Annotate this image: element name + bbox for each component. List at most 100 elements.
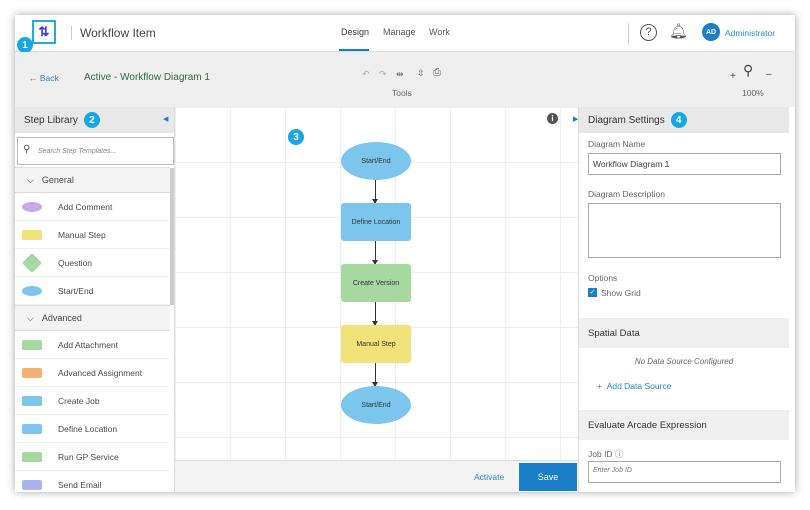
diagram-canvas[interactable]: 3 i Start/End Define Location Create Ver… xyxy=(175,107,578,460)
step-label: Create Job xyxy=(58,395,100,406)
add-data-source-button[interactable]: + Add Data Source xyxy=(597,381,672,391)
activate-button[interactable]: Activate xyxy=(474,472,505,482)
rect-swatch xyxy=(22,479,42,490)
workflow-logo-icon[interactable]: ⇅ xyxy=(32,20,56,44)
search-placeholder: Search Step Templates... xyxy=(38,147,117,155)
callout-badge-4: 4 xyxy=(670,112,687,128)
step-label: Send Email xyxy=(58,479,102,490)
connector-arrow[interactable] xyxy=(372,180,378,204)
tab-manage[interactable]: Manage xyxy=(383,27,416,37)
node-manual-step[interactable]: Manual Step xyxy=(341,325,411,363)
group-advanced[interactable]: ⌵Advanced xyxy=(15,305,170,331)
avatar[interactable]: AD xyxy=(702,23,720,41)
rect-swatch xyxy=(22,395,42,406)
bell-icon[interactable]: 🔔︎ xyxy=(669,23,689,40)
group-general[interactable]: ⌵General xyxy=(15,167,170,193)
redo-icon[interactable]: ↷ xyxy=(379,69,387,79)
step-add-attachment[interactable]: Add Attachment xyxy=(15,331,170,359)
diagram-settings-header: Diagram Settings 4 xyxy=(579,107,789,133)
step-manual-step[interactable]: Manual Step xyxy=(15,221,170,249)
diagram-status: Active - Workflow Diagram 1 xyxy=(84,72,210,83)
step-library-panel: Step Library 2 ◀ ⚲ Search Step Templates… xyxy=(15,107,175,492)
print-icon[interactable]: ⎙ xyxy=(433,67,441,78)
info-icon[interactable]: ⓘ xyxy=(614,449,624,459)
tab-design[interactable]: Design xyxy=(341,27,370,37)
diagram-settings-panel: Diagram Settings 4 ▶ Diagram Name Workfl… xyxy=(573,107,795,492)
step-library-header: Step Library 2 xyxy=(15,107,174,133)
connector-arrow[interactable] xyxy=(372,302,378,326)
step-label: Advanced Assignment xyxy=(58,367,143,378)
step-send-email[interactable]: Send Email xyxy=(15,471,170,492)
step-question[interactable]: Question xyxy=(15,249,170,277)
zoom-in-button[interactable]: + xyxy=(730,71,736,82)
scrollbar[interactable] xyxy=(170,168,174,305)
job-id-input[interactable]: Enter Job ID xyxy=(588,461,781,483)
toolbar: ← Back Active - Workflow Diagram 1 ↶ ↷ ⇹… xyxy=(15,52,795,107)
tab-work[interactable]: Work xyxy=(429,27,450,37)
step-add-comment[interactable]: Add Comment xyxy=(15,193,170,221)
step-label: Start/End xyxy=(58,285,94,296)
back-label: Back xyxy=(39,73,59,83)
no-data-source-text: No Data Source Configured xyxy=(634,357,734,366)
rect-swatch xyxy=(22,229,42,240)
app-title: Workflow Item xyxy=(71,26,156,40)
user-name[interactable]: Administrator xyxy=(725,28,776,38)
help-icon[interactable]: ? xyxy=(640,24,657,41)
rect-swatch xyxy=(22,451,42,462)
spatial-data-section: Spatial Data xyxy=(579,318,789,348)
connector-arrow[interactable] xyxy=(372,241,378,265)
tools-label: Tools xyxy=(392,88,412,98)
step-create-job[interactable]: Create Job xyxy=(15,387,170,415)
diagram-settings-title: Diagram Settings xyxy=(588,114,665,126)
ellipse-swatch xyxy=(22,201,42,212)
zoom-out-button[interactable]: – xyxy=(766,69,772,80)
info-icon[interactable]: i xyxy=(547,113,558,124)
step-run-gp-service[interactable]: Run GP Service xyxy=(15,443,170,471)
save-button[interactable]: Save xyxy=(519,463,577,491)
divider xyxy=(628,23,629,45)
callout-badge-3: 3 xyxy=(288,129,304,145)
step-label: Run GP Service xyxy=(58,451,119,462)
add-data-source-label: Add Data Source xyxy=(606,381,672,391)
node-define-location[interactable]: Define Location xyxy=(341,203,411,241)
undo-icon[interactable]: ↶ xyxy=(362,69,370,79)
node-end[interactable]: Start/End xyxy=(341,386,411,424)
active-tab-indicator xyxy=(339,49,369,51)
group-label: General xyxy=(41,175,74,185)
options-label: Options xyxy=(588,273,618,283)
node-start[interactable]: Start/End xyxy=(341,142,411,180)
diagram-description-label: Diagram Description xyxy=(588,189,665,199)
step-advanced-assignment[interactable]: Advanced Assignment xyxy=(15,359,170,387)
diagram-description-input[interactable] xyxy=(588,203,781,258)
node-create-version[interactable]: Create Version xyxy=(341,264,411,302)
rect-swatch xyxy=(22,339,42,350)
align-vertical-icon[interactable]: ⇳ xyxy=(417,68,425,78)
zoom-level: 100% xyxy=(742,88,764,98)
search-step-templates-input[interactable]: ⚲ Search Step Templates... xyxy=(17,137,174,165)
step-label: Define Location xyxy=(58,423,118,434)
diamond-swatch xyxy=(22,252,42,273)
search-icon: ⚲ xyxy=(23,144,31,155)
collapse-left-icon[interactable]: ◀ xyxy=(163,116,169,123)
connector-arrow[interactable] xyxy=(372,363,378,387)
back-button[interactable]: ← Back xyxy=(29,73,59,83)
step-label: Manual Step xyxy=(58,229,106,240)
job-id-label: Job ID ⓘ xyxy=(588,448,623,460)
job-id-text: Job ID xyxy=(588,449,613,459)
callout-badge-2: 2 xyxy=(83,112,100,128)
group-label: Advanced xyxy=(41,313,82,323)
step-library-title: Step Library xyxy=(24,114,78,126)
show-grid-label: Show Grid xyxy=(601,288,641,298)
step-label: Add Comment xyxy=(58,201,113,212)
show-grid-checkbox[interactable]: ✓ xyxy=(588,288,597,297)
magnifier-icon: ⚲ xyxy=(743,62,754,78)
step-start-end[interactable]: Start/End xyxy=(15,277,170,305)
align-horizontal-icon[interactable]: ⇹ xyxy=(396,69,404,79)
app-window: ⇅ Workflow Item Design Manage Work ? 🔔︎ … xyxy=(15,15,795,492)
collapse-right-icon[interactable]: ▶ xyxy=(573,116,579,123)
rect-swatch xyxy=(22,423,42,434)
step-define-location[interactable]: Define Location xyxy=(15,415,170,443)
app-header: ⇅ Workflow Item Design Manage Work ? 🔔︎ … xyxy=(15,15,795,52)
diagram-name-input[interactable]: Workflow Diagram 1 xyxy=(588,153,781,175)
diagram-name-label: Diagram Name xyxy=(588,139,646,149)
